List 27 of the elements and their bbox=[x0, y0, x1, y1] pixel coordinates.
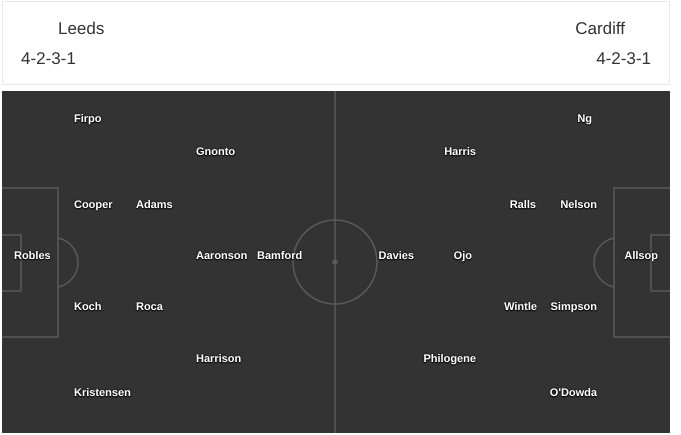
player-name: Ojo bbox=[454, 250, 472, 262]
player-name: Aaronson bbox=[196, 250, 248, 262]
player-name: Ralls bbox=[510, 198, 536, 212]
player-name: Koch bbox=[74, 300, 102, 314]
player-name: Bamford bbox=[257, 250, 302, 262]
formation: 4-2-3-1 bbox=[596, 49, 651, 69]
player-name: Harris bbox=[444, 146, 476, 158]
player-name: Adams bbox=[136, 198, 173, 212]
player-name: Firpo bbox=[74, 112, 102, 126]
team-name: Cardiff bbox=[575, 19, 625, 39]
player-name: Harrison bbox=[196, 352, 242, 366]
team-name: Leeds bbox=[58, 19, 104, 39]
player-name: Roca bbox=[136, 300, 163, 314]
player-name: Nelson bbox=[560, 198, 597, 212]
player-name: Robles bbox=[14, 250, 51, 262]
player-name: Allsop bbox=[624, 250, 658, 262]
formation: 4-2-3-1 bbox=[21, 49, 76, 69]
player-name: Philogene bbox=[423, 352, 476, 366]
player-name: Wintle bbox=[504, 300, 537, 314]
player-name: Davies bbox=[378, 250, 414, 262]
player-name: Gnonto bbox=[196, 146, 236, 158]
player-name: Kristensen bbox=[74, 386, 131, 400]
football-pitch bbox=[2, 91, 670, 433]
player-name: O'Dowda bbox=[550, 386, 597, 400]
player-name: Ng bbox=[577, 112, 592, 126]
player-name: Simpson bbox=[550, 300, 597, 314]
player-name: Cooper bbox=[74, 198, 112, 212]
